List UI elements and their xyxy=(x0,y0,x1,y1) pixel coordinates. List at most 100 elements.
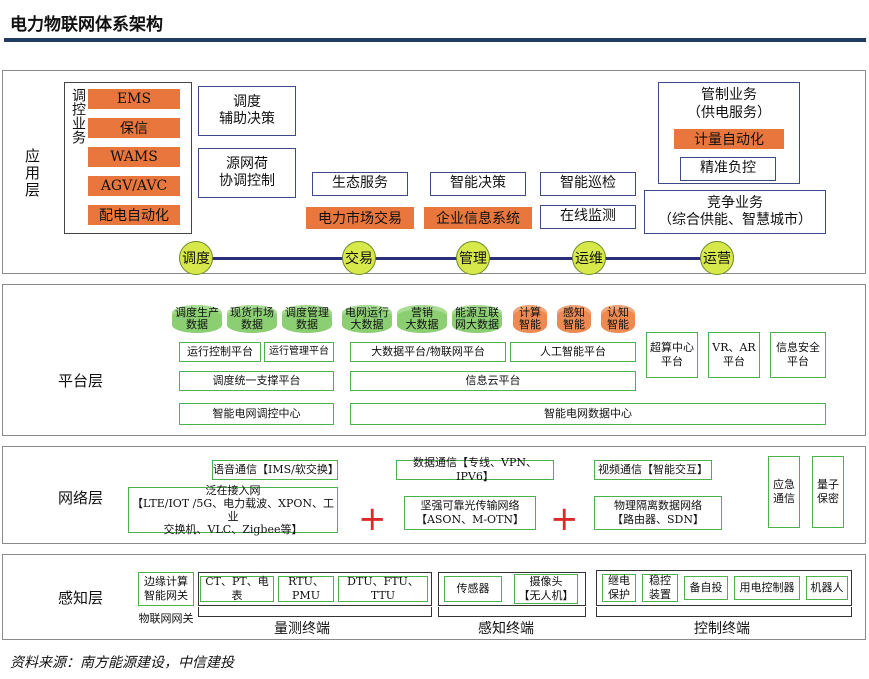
platform-layer-label: 平台层 xyxy=(58,372,104,390)
backup-auto-switch: 备自投 xyxy=(684,576,728,600)
video-communication-text: 视频通信【智能交互】 xyxy=(598,463,708,477)
data-communication-text: 数据通信【专线、VPN、IPV6】 xyxy=(413,456,537,483)
grid-data-center-text: 智能电网数据中心 xyxy=(544,407,632,421)
unified-support-platform: 调度统一支撑平台 xyxy=(179,371,334,391)
dispatch-control-center: 智能电网调控中心 xyxy=(179,403,334,425)
dtu-ftu-ttu: DTU、FTU、TTU xyxy=(338,575,428,602)
node-management: 管理 xyxy=(456,241,490,275)
plus-sign-1: + xyxy=(358,499,387,539)
info-cloud-platform: 信息云平台 xyxy=(350,371,636,391)
precise-load-control-text: 精准负控 xyxy=(700,160,756,177)
cyl-grid-operation-bigdata: 电网运行 大数据 xyxy=(342,305,392,333)
perception-layer-label: 感知层 xyxy=(58,589,104,607)
edge-gateway-text: 边缘计算 智能网关 xyxy=(144,575,188,602)
sensor-bracket xyxy=(438,607,586,617)
dispatch-control-center-text: 智能电网调控中心 xyxy=(212,407,301,421)
eco-service-box: 生态服务 xyxy=(312,172,408,196)
camera-drone-text: 摄像头 【无人机】 xyxy=(518,575,574,602)
stability-control-text: 稳控 装置 xyxy=(649,574,671,601)
voice-communication: 语音通信【IMS/软交换】 xyxy=(212,460,339,480)
coordination-text: 源网荷 协调控制 xyxy=(219,155,275,190)
cyl-energy-internet-bigdata: 能源互联 网大数据 xyxy=(452,305,502,333)
wams-item: WAMS xyxy=(88,147,180,167)
cyl-text: 能源互联 网大数据 xyxy=(455,305,499,331)
ct-pt-meter: CT、PT、电表 xyxy=(200,575,274,602)
cyl-text: 现货市场 数据 xyxy=(230,305,274,331)
vr-ar-platform: VR、AR 平台 xyxy=(708,332,760,378)
rtu-pmu: RTU、PMU xyxy=(278,575,334,602)
power-controller-text: 用电控制器 xyxy=(739,581,795,595)
patrol-box: 智能巡检 xyxy=(540,172,636,196)
cyl-text: 感知 智能 xyxy=(563,305,585,331)
online-monitoring-text: 在线监测 xyxy=(560,208,616,225)
quantum-encryption-text: 量子 保密 xyxy=(817,478,839,505)
eco-service-text: 生态服务 xyxy=(332,175,388,192)
edge-computing-gateway: 边缘计算 智能网关 xyxy=(138,572,194,606)
run-management-platform: 运行管理平台 xyxy=(264,342,334,362)
metering-automation-item: 计量自动化 xyxy=(674,129,784,149)
control-terminal-label: 控制终端 xyxy=(694,621,750,637)
backup-auto-switch-text: 备自投 xyxy=(689,581,723,595)
ct-pt-meter-text: CT、PT、电表 xyxy=(205,575,269,602)
cyl-perception-intelligence: 感知 智能 xyxy=(557,305,591,333)
cyl-cognitive-intelligence: 认知 智能 xyxy=(601,305,635,333)
sensor-text: 传感器 xyxy=(456,582,490,596)
dtu-ftu-ttu-text: DTU、FTU、TTU xyxy=(347,575,419,602)
cyl-text: 计算 智能 xyxy=(519,305,541,331)
node-trade: 交易 xyxy=(342,241,376,275)
info-cloud-text: 信息云平台 xyxy=(465,374,521,388)
rtu-pmu-text: RTU、PMU xyxy=(288,575,324,602)
cyl-text: 认知 智能 xyxy=(607,305,629,331)
competitive-business-text: 竞争业务 （综合供能、智慧城市） xyxy=(658,194,812,229)
agv-avc-item: AGV/AVC xyxy=(88,176,180,196)
optical-transport-network: 坚强可靠光传输网络 【ASON、M-OTN】 xyxy=(404,496,536,530)
app-layer-label: 应用层 xyxy=(23,148,41,199)
cyl-dispatch-management-data: 调度管理 数据 xyxy=(282,305,332,333)
supercomputing-text: 超算中心 平台 xyxy=(650,341,694,368)
patrol-text: 智能巡检 xyxy=(560,175,616,192)
smart-decision-text: 智能决策 xyxy=(450,175,506,192)
robot: 机器人 xyxy=(806,576,848,600)
voice-communication-text: 语音通信【IMS/软交换】 xyxy=(213,463,339,477)
measure-terminal-label: 量测终端 xyxy=(274,621,330,637)
info-security-text: 信息安全 平台 xyxy=(776,341,820,368)
cyl-dispatch-production-data: 调度生产 数据 xyxy=(172,305,222,333)
page-title: 电力物联网体系架构 xyxy=(10,15,163,35)
dispatch-decision-text: 调度 辅助决策 xyxy=(219,93,275,128)
ai-platform-text: 人工智能平台 xyxy=(540,345,606,359)
distribution-automation-item: 配电自动化 xyxy=(88,205,180,225)
cyl-computing-intelligence: 计算 智能 xyxy=(513,305,547,333)
bigdata-iot-text: 大数据平台/物联网平台 xyxy=(371,345,485,359)
title-rule xyxy=(4,38,866,42)
protection-item: 保信 xyxy=(88,118,180,138)
unified-support-text: 调度统一支撑平台 xyxy=(212,374,301,388)
isolated-data-text: 物理隔离数据网络 【路由器、SDN】 xyxy=(612,499,704,526)
robot-text: 机器人 xyxy=(810,581,844,595)
run-control-platform: 运行控制平台 xyxy=(179,342,261,362)
online-monitoring-box: 在线监测 xyxy=(540,205,636,229)
camera-drone: 摄像头 【无人机】 xyxy=(514,574,578,604)
cyl-text: 调度管理 数据 xyxy=(285,305,329,331)
power-controller: 用电控制器 xyxy=(734,576,800,600)
relay-protection-text: 继电 保护 xyxy=(608,574,630,601)
precise-load-control-box: 精准负控 xyxy=(680,157,776,181)
node-operation-maintenance: 运维 xyxy=(572,241,606,275)
ubiquitous-access-network: 泛在接入网 【LTE/IOT /5G、电力载波、XPON、工业 交换机、VLC、… xyxy=(128,484,338,536)
coordination-box: 源网荷 协调控制 xyxy=(198,148,296,198)
iot-gateway-label: 物联网网关 xyxy=(138,612,194,625)
enterprise-system-item: 企业信息系统 xyxy=(424,207,532,229)
cyl-text: 调度生产 数据 xyxy=(175,305,219,331)
smart-decision-box: 智能决策 xyxy=(430,172,526,196)
ai-platform: 人工智能平台 xyxy=(510,342,636,362)
run-control-text: 运行控制平台 xyxy=(187,345,253,359)
run-management-text: 运行管理平台 xyxy=(269,345,329,357)
video-communication: 视频通信【智能交互】 xyxy=(594,460,712,480)
power-market-item: 电力市场交易 xyxy=(306,207,414,229)
isolated-data-network: 物理隔离数据网络 【路由器、SDN】 xyxy=(594,496,722,530)
node-dispatch: 调度 xyxy=(179,241,213,275)
dispatch-decision-box: 调度 辅助决策 xyxy=(198,86,296,136)
measure-bracket xyxy=(198,607,432,617)
cyl-text: 营销 大数据 xyxy=(405,305,439,331)
control-bracket xyxy=(596,607,852,617)
plus-sign-2: + xyxy=(550,499,579,539)
